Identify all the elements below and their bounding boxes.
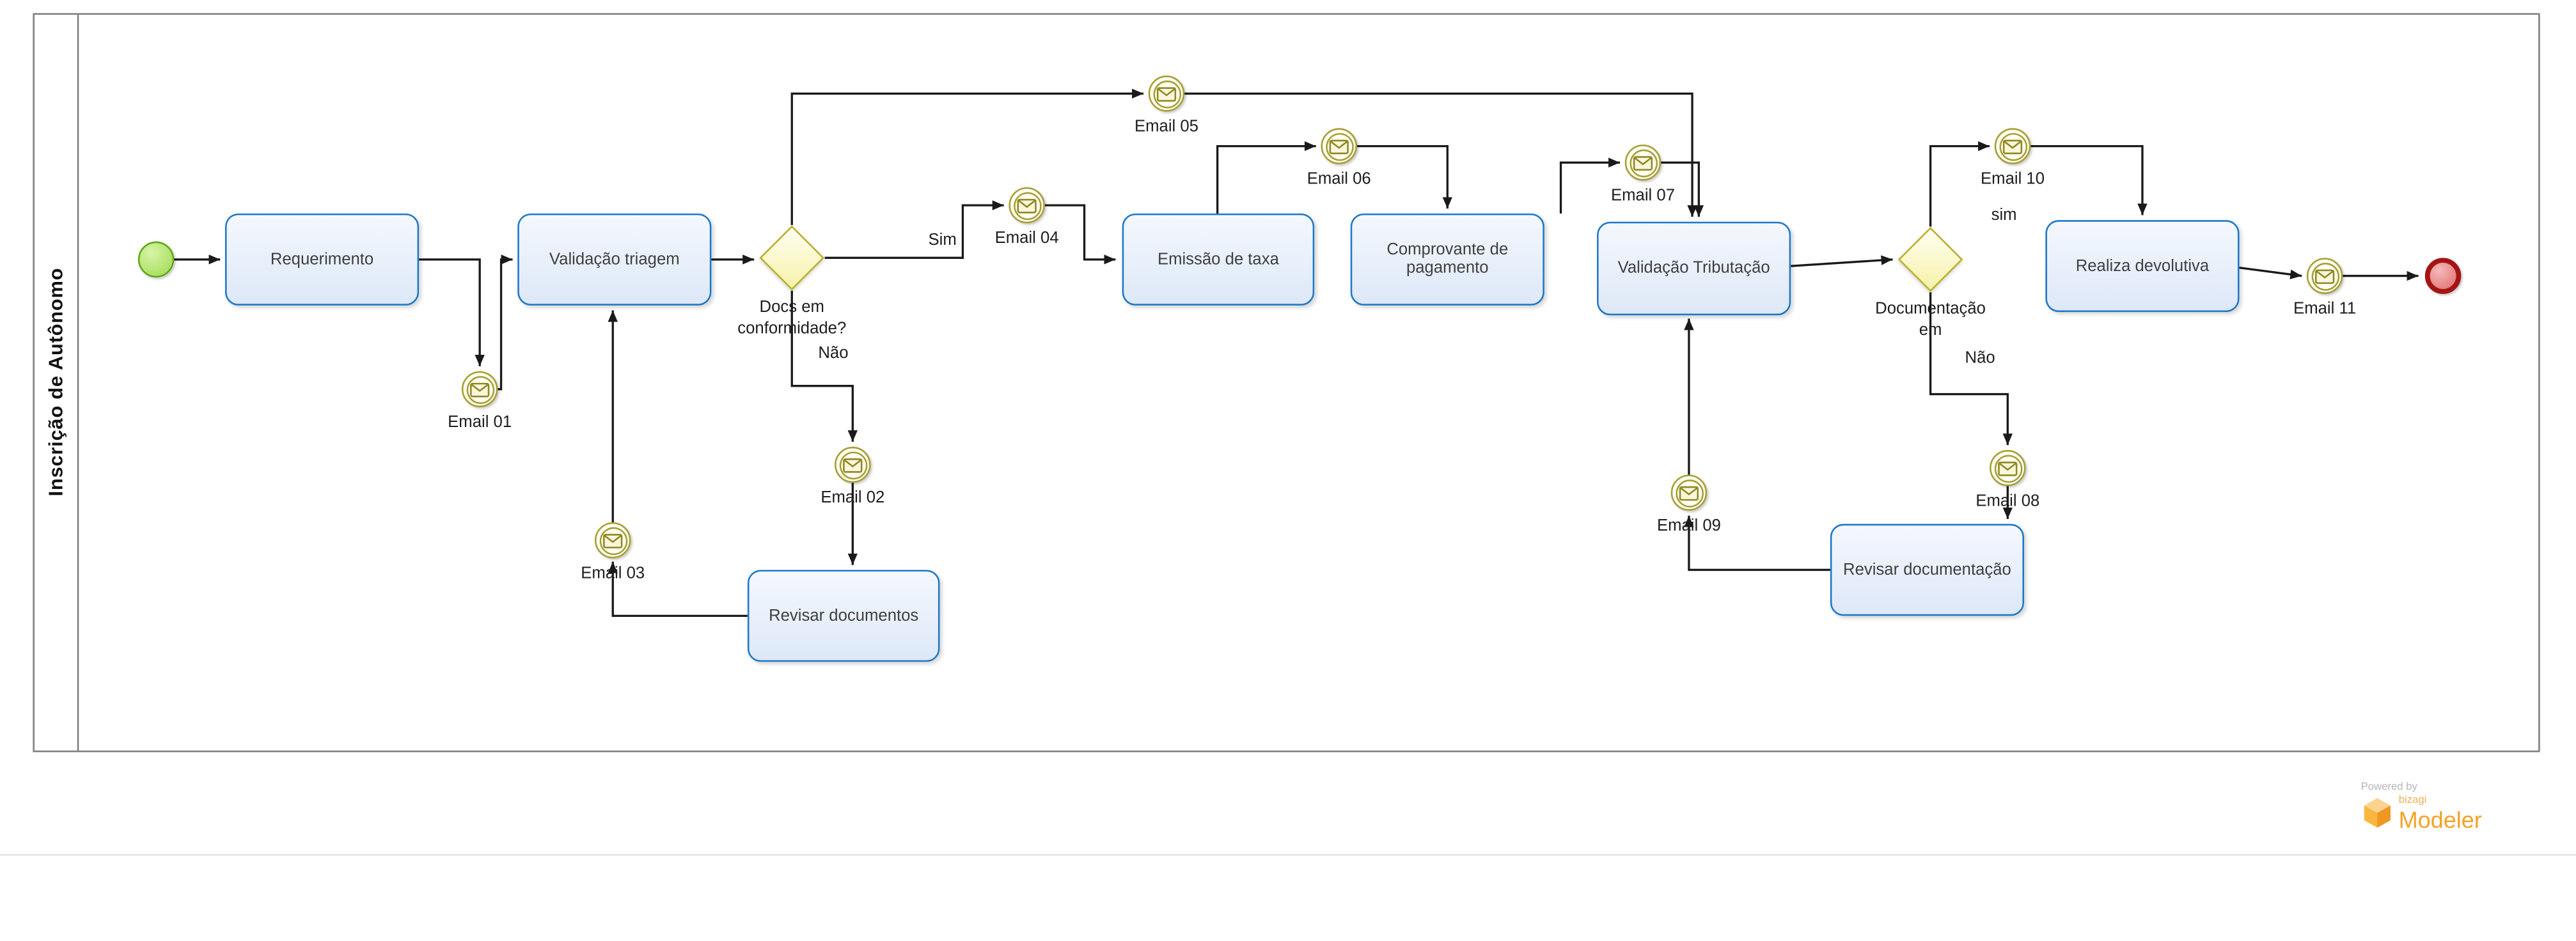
flow-gateway1-nao-to-email02[interactable] (790, 290, 858, 442)
flow-label-sim-gateway1: Sim (928, 231, 957, 250)
message-event-email07[interactable] (1624, 144, 1661, 181)
flow-realiza-devolutiva-to-email11[interactable] (2239, 267, 2302, 279)
event-ring (838, 451, 867, 479)
message-event-email08[interactable] (1990, 449, 2026, 486)
event-ring (1324, 132, 1353, 160)
gateway-label-line: Documentação (1875, 300, 1986, 319)
message-event-email09[interactable] (1670, 474, 1708, 511)
flow-gateway2-nao-to-email08[interactable] (1929, 292, 2013, 446)
event-label-email01: Email 01 (448, 414, 512, 432)
event-ring (466, 375, 494, 403)
message-event-email10[interactable] (1994, 128, 2031, 164)
flow-email04-to-emissao-taxa[interactable] (1044, 204, 1116, 265)
flow-requerimento-to-email01[interactable] (419, 258, 485, 366)
flow-email10-to-realiza-devolutiva[interactable] (2030, 144, 2148, 215)
event-label-email05: Email 05 (1135, 118, 1198, 137)
event-label-email07: Email 07 (1611, 187, 1675, 206)
task-label: Emissão de taxa (1157, 250, 1279, 269)
pool-header[interactable]: Inscrição de Autônomo (35, 15, 79, 751)
event-label-email02: Email 02 (821, 489, 885, 508)
event-label-email06: Email 06 (1307, 171, 1371, 189)
task-validacao-tributacao[interactable]: Validação Tributação (1597, 221, 1791, 316)
event-label-email11: Email 11 (2293, 300, 2357, 319)
task-comprovante-de-pagamento[interactable]: Comprovante de pagamento (1350, 213, 1544, 306)
flow-email05-to-validacao-tributacao[interactable] (1184, 92, 1697, 217)
event-ring (2311, 261, 2339, 290)
bizagi-logo-icon (2364, 798, 2391, 828)
bizagi-wordmark: bizagi (2398, 795, 2427, 807)
event-label-email04: Email 04 (994, 229, 1059, 248)
task-realiza-devolutiva[interactable]: Realiza devolutiva (2045, 220, 2240, 313)
start-event[interactable] (137, 241, 175, 278)
event-label-email08: Email 08 (1975, 492, 2040, 511)
task-label: Validação Tributação (1617, 259, 1770, 278)
event-label-email03: Email 03 (581, 564, 645, 583)
modeler-wordmark: Modeler (2398, 805, 2482, 832)
flow-email06-to-comprovante[interactable] (1356, 144, 1452, 209)
task-revisar-documentos[interactable]: Revisar documentos (747, 570, 940, 662)
flow-emissao-taxa-to-email06[interactable] (1216, 141, 1316, 214)
page-boundary-line (0, 853, 2576, 856)
task-label: Comprovante de pagamento (1386, 241, 1509, 278)
message-event-email11[interactable] (2306, 258, 2343, 294)
flow-gateway1-sim-to-email04[interactable] (824, 200, 1004, 260)
event-ring (1152, 79, 1181, 108)
flow-comprovante-to-email07[interactable] (1559, 157, 1621, 214)
task-revisar-documentacao[interactable]: Revisar documentação (1830, 524, 2025, 616)
gateway-label-line: Docs em (759, 299, 824, 317)
event-label-email10: Email 10 (1981, 171, 2045, 189)
event-ring (1629, 148, 1657, 177)
message-event-email04[interactable] (1009, 187, 1045, 224)
flow-gateway1-to-email05[interactable] (790, 88, 1144, 225)
end-event[interactable] (2424, 258, 2462, 294)
flow-label-sim-gateway2: sim (1991, 206, 2017, 225)
event-label-email09: Email 09 (1656, 517, 1721, 536)
flow-email01-to-validacao-triagem[interactable] (498, 254, 513, 391)
gateway-label-documentacao-em: Documentação em (1857, 300, 2004, 341)
event-ring (1993, 454, 2022, 483)
event-ring (1012, 191, 1041, 219)
gateway-label-line: conformidade? (737, 319, 847, 338)
task-label: Revisar documentos (769, 607, 919, 625)
pool-inscricao-de-autonomo[interactable]: Inscrição de Autônomo (33, 13, 2540, 752)
message-event-email05[interactable] (1148, 75, 1185, 112)
gateway-label-docs-em-conformidade: Docs em conformidade? (718, 299, 866, 340)
flow-validacao-tributacao-to-gateway2[interactable] (1791, 255, 1893, 267)
task-label: Validação triagem (549, 250, 680, 269)
task-requerimento[interactable]: Requerimento (224, 213, 420, 306)
gateway-label-line: em (1919, 321, 1942, 339)
task-label: Realiza devolutiva (2075, 257, 2210, 276)
flow-label-nao-gateway2: Não (1965, 350, 1995, 368)
task-label: Requerimento (270, 250, 374, 269)
event-ring (1675, 478, 1703, 507)
powered-by-text: Powered by (2360, 781, 2417, 793)
flow-revisar-documentacao-to-email09[interactable] (1684, 515, 1830, 572)
flow-email07-to-validacao-tributacao[interactable] (1661, 161, 1704, 217)
flow-gateway2-sim-to-email10[interactable] (1929, 141, 1990, 227)
task-emissao-de-taxa[interactable]: Emissão de taxa (1122, 213, 1315, 306)
task-label: Revisar documentação (1843, 561, 2011, 579)
message-event-email03[interactable] (594, 522, 631, 559)
event-ring (1999, 132, 2027, 160)
flow-revisar-documentos-to-email03[interactable] (608, 561, 748, 618)
event-ring (599, 526, 627, 555)
message-event-email06[interactable] (1321, 128, 1357, 164)
task-validacao-triagem[interactable]: Validação triagem (517, 213, 712, 306)
bizagi-modeler-branding: Powered by bizagi Modeler (2361, 782, 2482, 830)
message-event-email01[interactable] (461, 371, 498, 408)
message-event-email02[interactable] (835, 446, 871, 483)
flow-label-nao-gateway1: Não (818, 345, 849, 363)
